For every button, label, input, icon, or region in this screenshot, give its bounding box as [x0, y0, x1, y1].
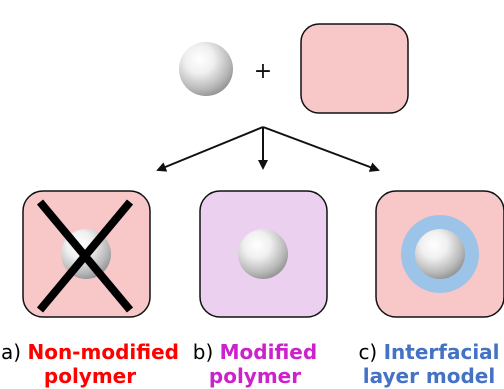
caption-c-letter: c) — [358, 340, 378, 364]
cross-mark — [36, 199, 134, 313]
model-b-modified — [199, 190, 328, 318]
model-a-non-modified — [22, 190, 151, 318]
model-c-interfacial — [375, 190, 504, 318]
branching-arrows — [156, 126, 380, 172]
caption-c-name-line1: Interfacial — [383, 340, 500, 364]
caption-c-name-line2: layer model — [362, 364, 496, 388]
caption-b-name-line1: Modified — [219, 340, 318, 364]
model-b-particle — [238, 229, 288, 279]
caption-b: b) Modified polymer — [180, 340, 330, 388]
caption-a-letter: a) — [1, 340, 22, 364]
caption-b-name-line2: polymer — [208, 364, 302, 388]
plus-sign: + — [254, 59, 272, 84]
caption-a: a) Non-modified polymer — [0, 340, 180, 388]
caption-a-name-line1: Non-modified — [27, 340, 179, 364]
model-c-particle — [415, 229, 465, 279]
arrow-to-c — [262, 126, 380, 172]
polymer-matrix-block — [300, 23, 409, 114]
nanoparticle-sphere — [179, 42, 233, 96]
caption-c: c) Interfacial layer model — [354, 340, 504, 388]
caption-a-name-line2: polymer — [43, 364, 137, 388]
caption-b-letter: b) — [192, 340, 214, 364]
arrow-to-a — [156, 126, 264, 172]
